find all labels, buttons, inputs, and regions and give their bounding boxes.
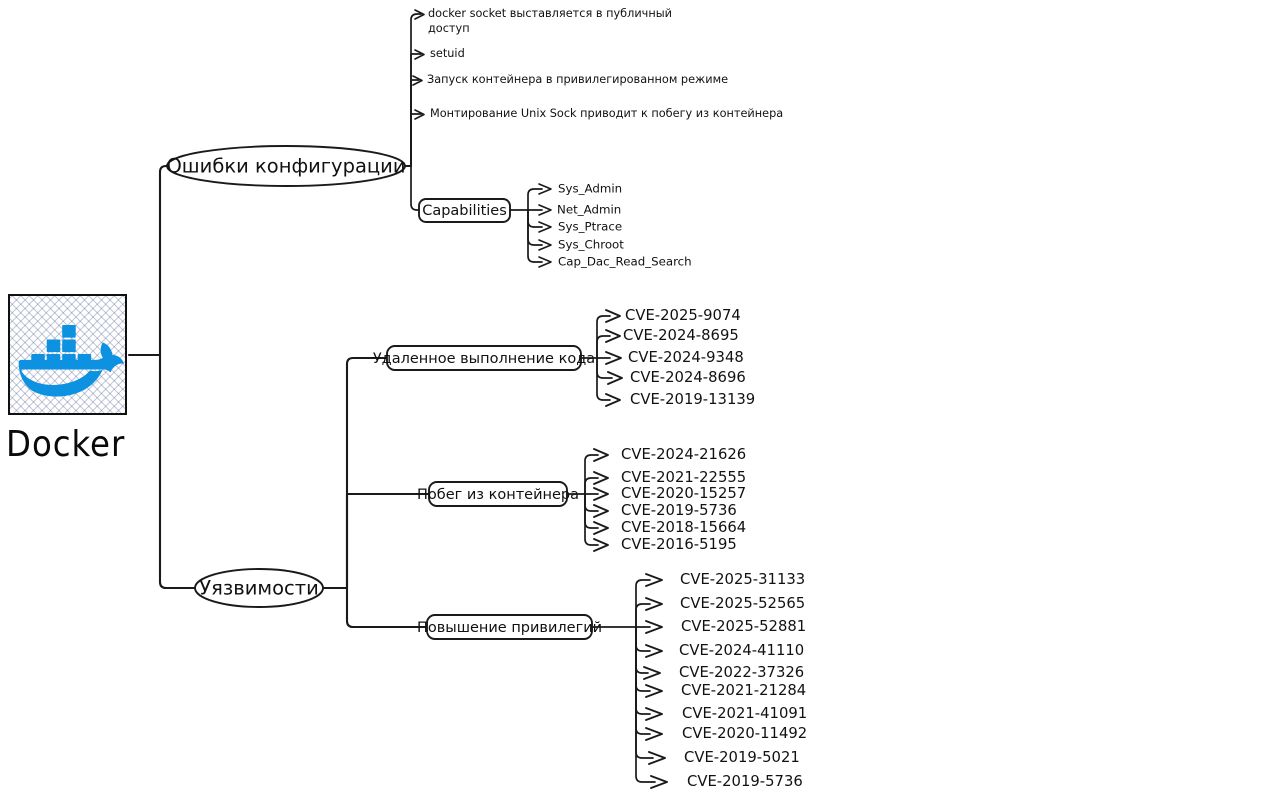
cve-item: CVE-2018-15664 [621, 519, 746, 536]
config-item-1: setuid [430, 47, 465, 60]
branch-label-config-errors: Ошибки конфигурации [166, 155, 405, 178]
cve-item: CVE-2025-52565 [680, 595, 805, 612]
capability-item: Sys_Chroot [558, 238, 624, 252]
cve-item: CVE-2019-5736 [687, 773, 803, 790]
rce-arrowheads [605, 309, 623, 407]
cve-item: CVE-2024-8695 [623, 327, 739, 344]
subgroup-label-capabilities: Capabilities [422, 203, 507, 219]
vulnerabilities-spine [321, 356, 431, 629]
cve-item: CVE-2025-9074 [625, 307, 741, 324]
cve-item: CVE-2024-8696 [630, 369, 746, 386]
capability-item: Sys_Admin [558, 182, 622, 196]
capability-item: Sys_Ptrace [558, 220, 622, 234]
capabilities-arrowheads [538, 183, 552, 268]
branch-label-vulnerabilities: Уязвимости [199, 577, 319, 600]
capability-item: Cap_Dac_Read_Search [558, 255, 692, 269]
cve-item: CVE-2024-9348 [628, 349, 744, 366]
escape-spine [566, 454, 599, 546]
privesc-arrowheads [643, 573, 668, 789]
cve-item: CVE-2022-37326 [679, 664, 804, 681]
cve-item: CVE-2019-13139 [630, 391, 755, 408]
cve-item: CVE-2025-52881 [681, 618, 806, 635]
privesc-spine [591, 579, 656, 783]
capability-item: Net_Admin [557, 203, 621, 217]
config-item-0-line2: доступ [428, 22, 470, 35]
cve-item: CVE-2021-41091 [682, 705, 807, 722]
cve-item: CVE-2021-22555 [621, 469, 746, 486]
cve-item: CVE-2025-31133 [680, 571, 805, 588]
cve-item: CVE-2019-5021 [684, 749, 800, 766]
cve-item: CVE-2019-5736 [621, 502, 737, 519]
config-item-0-line1: docker socket выставляется в публичный [428, 7, 672, 20]
cve-item: CVE-2024-21626 [621, 446, 746, 463]
config-item-2: Запуск контейнера в привилегированном ре… [427, 73, 728, 86]
cve-item: CVE-2021-21284 [681, 682, 806, 699]
rce-spine [580, 315, 613, 401]
cve-item: CVE-2016-5195 [621, 536, 737, 553]
docker-whale-icon [18, 325, 125, 397]
config-item-3: Монтирование Unix Sock приводит к побегу… [430, 107, 783, 120]
config-errors-spine [403, 13, 422, 211]
root-trunk-edges [127, 164, 198, 590]
subgroup-label-remote-code-execution: Удаленное выполнение кода [373, 351, 595, 367]
cve-item: CVE-2020-15257 [621, 485, 746, 502]
config-errors-arrowheads [412, 9, 425, 120]
capabilities-spine [509, 188, 543, 263]
cve-item: CVE-2020-11492 [682, 725, 807, 742]
cve-item: CVE-2024-41110 [679, 642, 804, 659]
subgroup-label-container-escape: Побег из контейнера [417, 487, 579, 503]
docker-logo-image [8, 294, 127, 415]
root-label: Docker [6, 424, 126, 465]
escape-arrowheads [593, 448, 609, 552]
subgroup-label-privilege-escalation: Повышение привилегий [417, 620, 602, 636]
